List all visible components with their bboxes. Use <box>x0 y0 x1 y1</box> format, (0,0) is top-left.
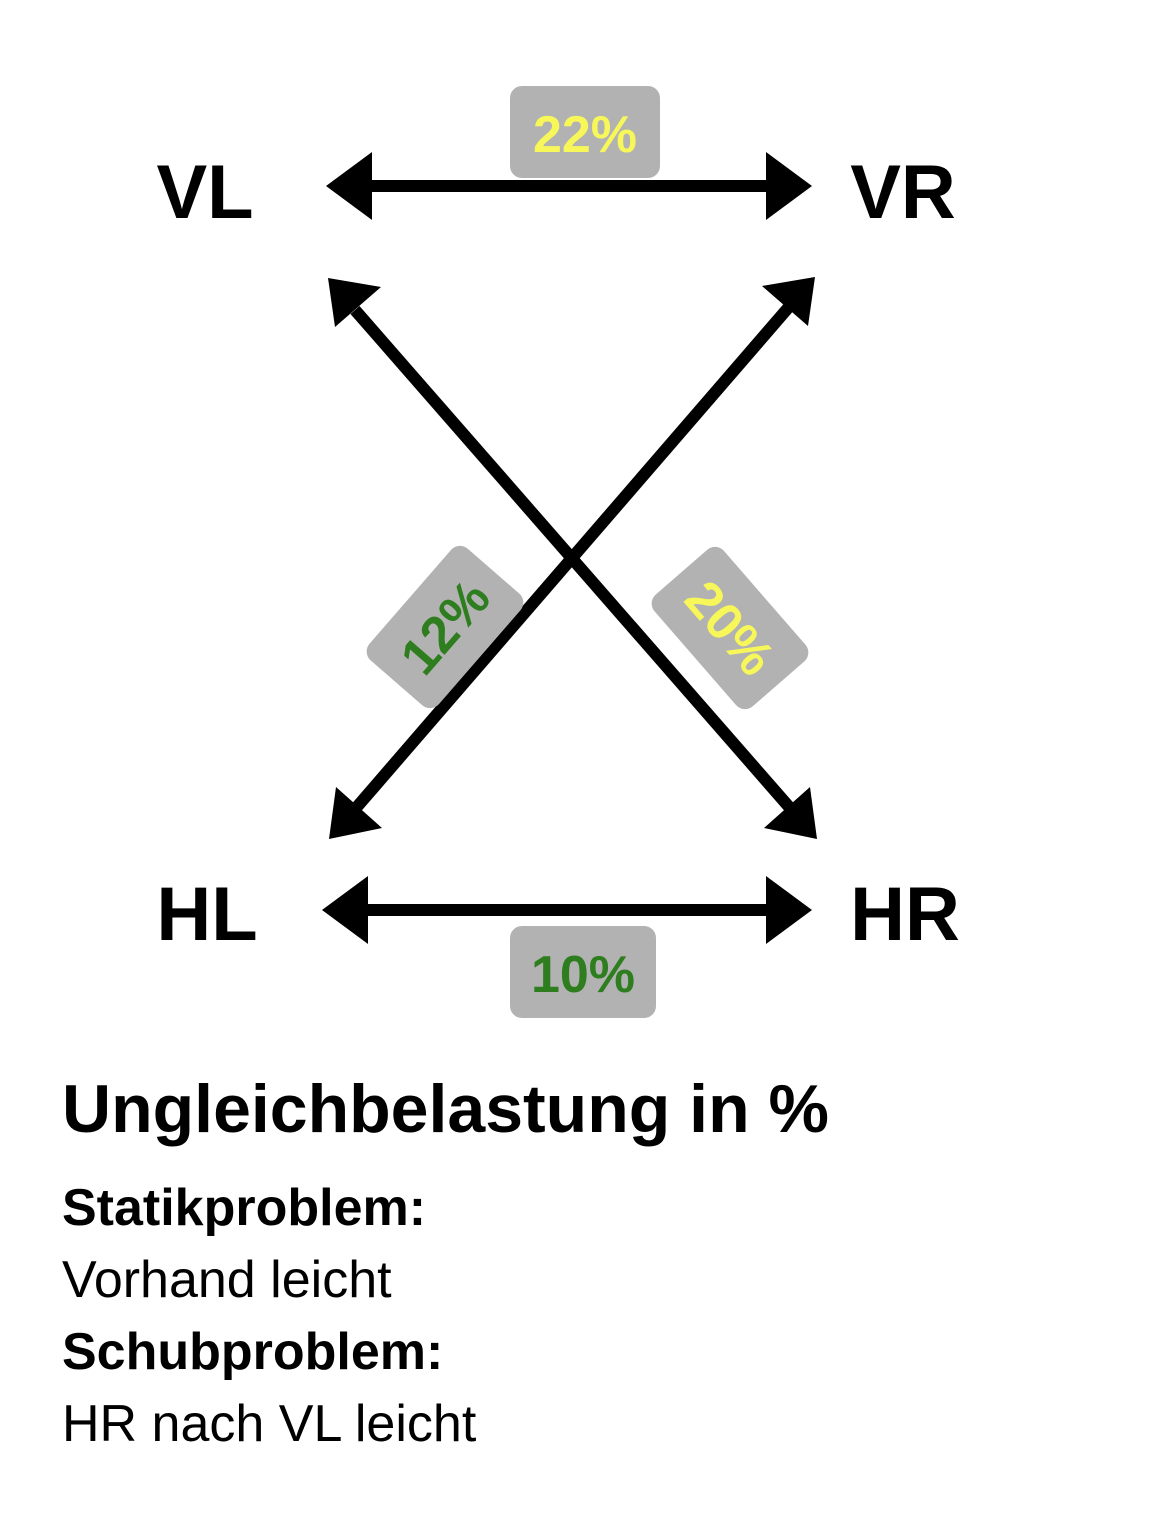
static-problem-value: Vorhand leicht <box>62 1251 392 1309</box>
label-hind-left: HL <box>156 872 257 957</box>
label-front-left: VL <box>156 150 253 235</box>
hind-percentage: 10% <box>531 946 635 1004</box>
push-problem-value: HR nach VL leicht <box>62 1395 477 1453</box>
arrow-diagonal-hl-vr <box>329 277 815 839</box>
caption-title: Ungleichbelastung in % <box>62 1071 829 1147</box>
load-diagram: VL VR HL HR 22% 10% 12% <box>156 86 960 1018</box>
caption: Ungleichbelastung in % Statikproblem: Vo… <box>62 1066 1142 1460</box>
push-problem-heading: Schubproblem: <box>62 1323 444 1381</box>
arrow-front <box>326 152 812 220</box>
badge-hind-percentage: 10% <box>510 926 656 1018</box>
label-front-right: VR <box>850 150 956 235</box>
badge-diagonal-hl-vr-percentage: 12% <box>366 545 524 709</box>
arrow-hind <box>322 876 812 944</box>
static-problem-heading: Statikproblem: <box>62 1179 427 1237</box>
label-hind-right: HR <box>850 872 960 957</box>
badge-diagonal-vl-hr-percentage: 20% <box>651 546 809 710</box>
front-percentage: 22% <box>533 106 637 164</box>
badge-front-percentage: 22% <box>510 86 660 178</box>
